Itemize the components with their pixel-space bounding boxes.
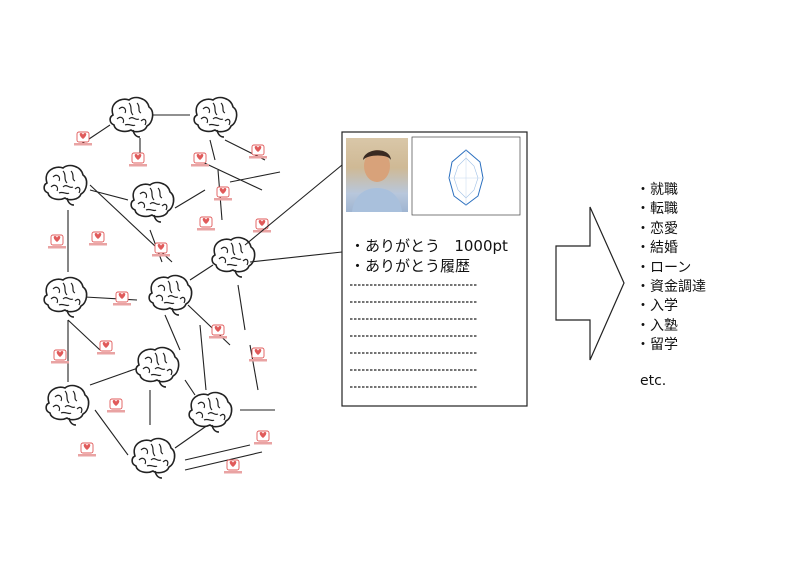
use-case-item: ・就職 <box>636 182 678 198</box>
callout-lines <box>244 164 343 263</box>
brain-icon <box>130 181 175 223</box>
profile-text: ・ありがとう 1000pt ・ありがとう履歴 <box>350 236 508 276</box>
brain-icon <box>43 164 88 206</box>
heart-badge-icon <box>190 152 210 167</box>
history-lines <box>350 284 478 388</box>
brain-icon <box>131 437 176 479</box>
heart-badge-icon <box>208 324 228 339</box>
heart-badge-icon <box>248 144 268 159</box>
heart-badge-icon <box>47 234 67 249</box>
use-case-item: ・ローン <box>636 259 692 276</box>
use-case-list: ・就職 ・転職 ・恋愛 ・結婚 ・ローン ・資金調達 ・入学 ・入塾 ・留学 <box>636 181 706 356</box>
use-case-item: ・恋愛 <box>636 220 678 237</box>
heart-badge-icon <box>128 152 148 167</box>
thanks-history-row: ・ありがとう履歴 <box>350 256 508 276</box>
brain-icon <box>135 346 180 388</box>
use-case-item: ・資金調達 <box>636 279 706 296</box>
thanks-points-row: ・ありがとう 1000pt <box>350 236 508 256</box>
brain-icon <box>193 96 238 138</box>
brain-icon <box>109 96 154 138</box>
heart-badge-icon <box>248 347 268 362</box>
use-case-item: ・留学 <box>636 337 678 354</box>
thanks-points-label: ありがとう <box>365 237 441 255</box>
heart-badge-icon <box>77 442 97 457</box>
radar-chart <box>448 149 484 206</box>
bullet: ・ <box>350 237 366 255</box>
use-case-item: ・入学 <box>636 298 678 315</box>
heart-badge-icon <box>223 459 243 474</box>
heart-badge-icon <box>196 216 216 231</box>
heart-badge-icon <box>96 340 116 355</box>
thanks-points-value: 1000pt <box>454 237 508 255</box>
heart-badge-icon <box>112 291 132 306</box>
heart-badge-icon <box>88 231 108 246</box>
use-case-item: ・入塾 <box>636 317 678 334</box>
brain-icon <box>43 276 88 318</box>
brain-icon <box>148 274 193 316</box>
brain-icon <box>45 384 90 426</box>
use-case-item: ・結婚 <box>636 240 678 257</box>
heart-badge-icon <box>253 430 273 445</box>
etc-label: etc. <box>640 373 667 389</box>
brain-icon <box>211 236 256 278</box>
heart-badge-icon <box>151 242 171 257</box>
thanks-history-label: ありがとう履歴 <box>365 257 471 275</box>
heart-badge-icon <box>213 186 233 201</box>
bullet: ・ <box>350 257 366 275</box>
profile-photo <box>346 138 408 212</box>
brain-nodes <box>43 96 256 479</box>
right-arrow-icon <box>555 206 625 361</box>
brain-icon <box>188 391 233 433</box>
heart-badge-icon <box>50 349 70 364</box>
heart-badge-icon <box>106 398 126 413</box>
heart-badge-icon <box>73 131 93 146</box>
use-case-item: ・転職 <box>636 201 678 218</box>
